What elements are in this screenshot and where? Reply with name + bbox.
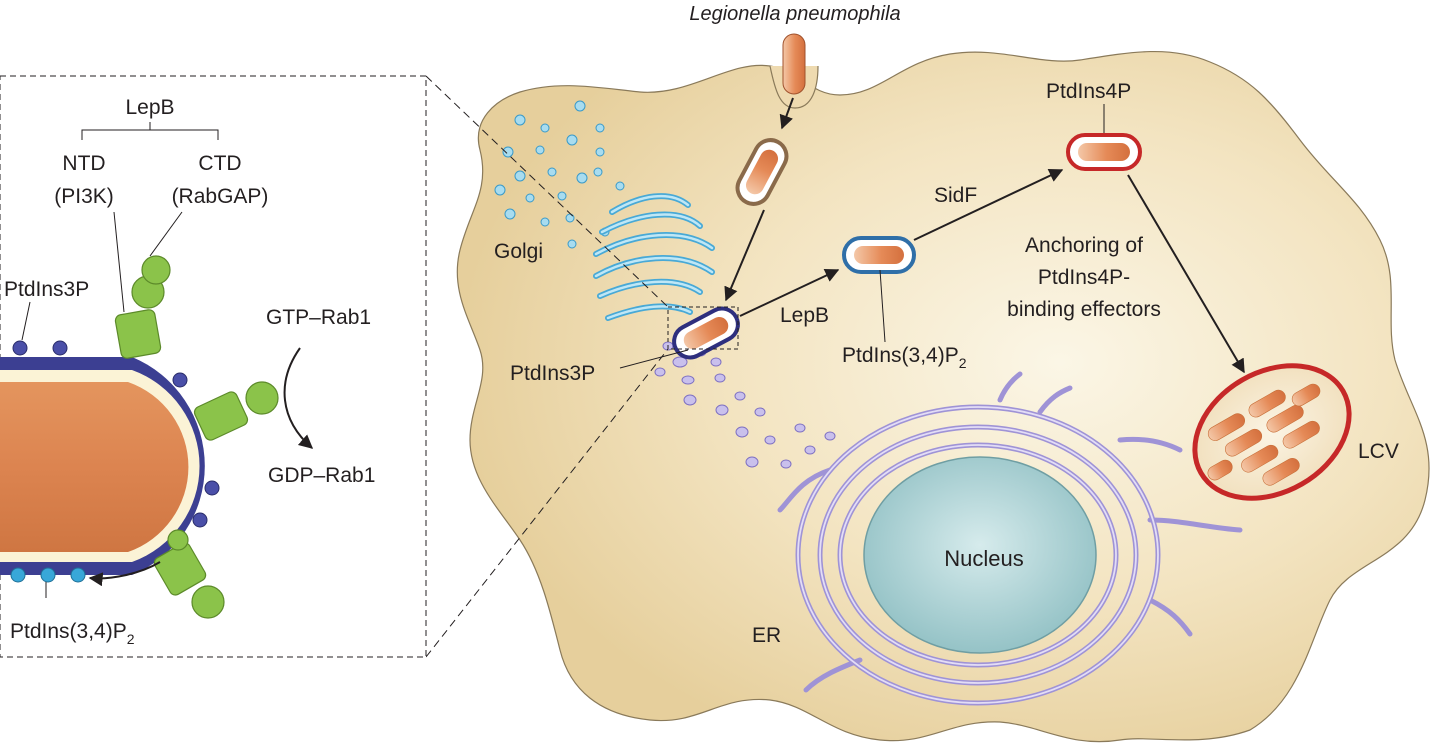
- lepb-effector-right: [193, 381, 279, 441]
- inset-bacterium: [0, 382, 189, 552]
- zoom-guide-lines: [425, 75, 669, 658]
- golgi-vesicles: [494, 100, 625, 249]
- entering-bacterium: [782, 33, 806, 95]
- vacuole-ptdins34p2: [842, 236, 916, 274]
- lepb-effector-top: [114, 255, 171, 359]
- nucleus: [863, 456, 1097, 654]
- ptdins3p-lipids: [12, 340, 220, 528]
- golgi-stacks-inner: [594, 194, 714, 320]
- lepb-effector-bottom: [153, 529, 225, 619]
- ptdins34p2-cell-label: PtdIns(3,4)P2: [842, 344, 967, 371]
- inset-leader-lines: [21, 122, 219, 598]
- anchoring-label-line2: PtdIns4P-: [1038, 266, 1130, 289]
- lcv-label: LCV: [1358, 440, 1399, 463]
- zoom-box: [667, 306, 739, 350]
- nucleus-label: Nucleus: [944, 546, 1023, 571]
- inset-ptdins3p-label: PtdIns3P: [4, 278, 89, 301]
- vacuole-ptdins4p: [1066, 133, 1142, 171]
- lcv: [1192, 363, 1352, 501]
- inset-lepb-label: LepB: [125, 96, 174, 119]
- golgi-label: Golgi: [494, 240, 543, 263]
- organism-label: Legionella pneumophila: [689, 3, 900, 25]
- er-label: ER: [752, 624, 781, 647]
- inset-gtp-rab1-label: GTP–Rab1: [266, 306, 371, 329]
- anchoring-label-line1: Anchoring of: [1025, 234, 1143, 257]
- inset-gdp-rab1-label: GDP–Rab1: [268, 464, 375, 487]
- anchoring-label-line3: binding effectors: [1007, 298, 1161, 321]
- ptdins34p2-lipids: [10, 567, 86, 583]
- rab1-conversion-arrow: [283, 347, 314, 449]
- ptdins4p-cell-label: PtdIns4P: [1046, 80, 1131, 103]
- inset-ntd-label: NTD: [62, 152, 105, 175]
- inset-pi3k-label: (PI3K): [54, 185, 114, 208]
- inset-ptdins34p2-label: PtdIns(3,4)P2: [10, 620, 135, 647]
- ptdins3p-cell-label: PtdIns3P: [510, 362, 595, 385]
- pathway-arrows: [724, 97, 1245, 374]
- sidf-arrow-label: SidF: [934, 184, 977, 207]
- membrane-conversion-arrow: [88, 561, 161, 587]
- inset-ctd-label: CTD: [198, 152, 241, 175]
- vacuole-early: [735, 138, 789, 206]
- inset-rabgap-label: (RabGAP): [172, 185, 269, 208]
- vacuole-ptdins3p: [672, 306, 740, 360]
- leader-lines: [619, 104, 1105, 369]
- endoplasmic-reticulum-inner: [797, 406, 1159, 704]
- lepb-arrow-label: LepB: [780, 304, 829, 327]
